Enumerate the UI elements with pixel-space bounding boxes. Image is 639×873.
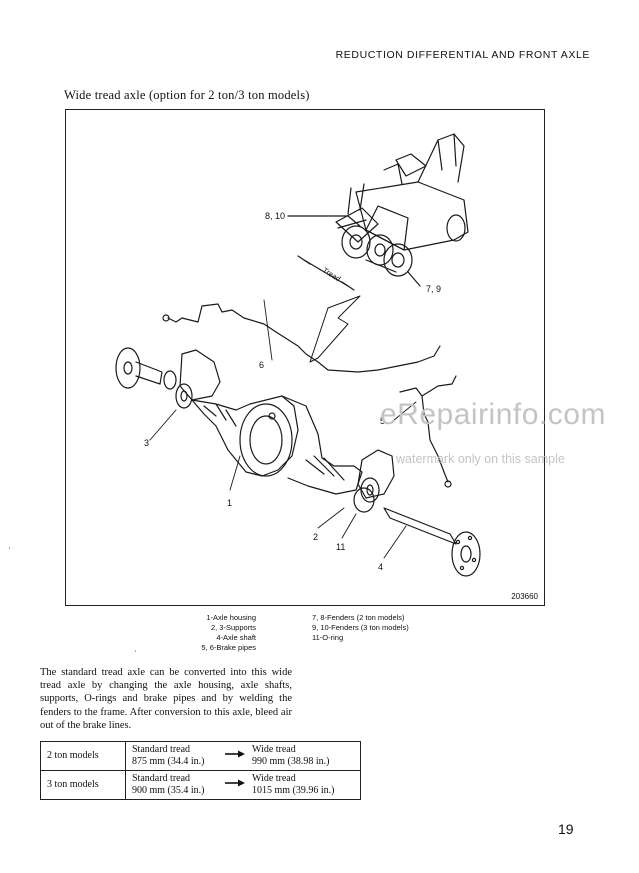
callout-2: 2 (313, 532, 319, 542)
wide-value: 990 mm (38.98 in.) (252, 756, 330, 767)
legend-item: 5, 6-Brake pipes (201, 643, 256, 652)
table-row: 3 ton models Standard tread 900 mm (35.4… (40, 770, 361, 800)
figure-number: 203660 (511, 592, 538, 601)
right-arrow-icon (225, 750, 245, 758)
standard-value: 875 mm (34.4 in.) (132, 756, 205, 767)
callout-3: 3 (144, 438, 150, 448)
forklift-illustration (335, 133, 469, 277)
right-arrow-icon (225, 779, 245, 787)
standard-label: Standard tread (132, 744, 191, 755)
stray-mark: · (8, 544, 11, 553)
wide-label: Wide tread (252, 744, 296, 755)
callout-8-10: 8, 10 (265, 211, 286, 221)
legend-item: 7, 8-Fenders (2 ton models) (312, 613, 405, 622)
callout-4: 4 (378, 562, 384, 572)
legend-item: 2, 3-Supports (210, 623, 256, 632)
legend-item: 11-O-ring (312, 633, 344, 642)
legend-left: 1-Axle housing 2, 3-Supports 4-Axle shaf… (180, 613, 256, 653)
legend-item: 9, 10-Fenders (3 ton models) (312, 623, 409, 632)
wide-value: 1015 mm (39.96 in.) (252, 785, 335, 796)
figure-subtitle: Wide tread axle (option for 2 ton/3 ton … (64, 88, 310, 102)
conversion-paragraph: The standard tread axle can be converted… (40, 667, 292, 731)
legend-item: 1-Axle housing (206, 613, 256, 622)
watermark-brand: eRepairinfo.com (380, 398, 606, 431)
standard-label: Standard tread (132, 773, 191, 784)
wide-tread-cell: Wide tread 990 mm (38.98 in.) (246, 741, 361, 771)
standard-tread-cell: Standard tread 900 mm (35.4 in.) (125, 770, 224, 800)
arrow-cell (224, 741, 246, 771)
axle-exploded-drawing (115, 133, 481, 577)
callout-5: 5 (380, 416, 386, 426)
section-header: REDUCTION DIFFERENTIAL AND FRONT AXLE (335, 49, 590, 61)
page-number: 19 (558, 821, 574, 837)
callout-11: 11 (336, 542, 346, 552)
model-cell: 3 ton models (40, 770, 126, 800)
standard-tread-cell: Standard tread 875 mm (34.4 in.) (125, 741, 224, 771)
legend-item: 4-Axle shaft (216, 633, 256, 642)
standard-value: 900 mm (35.4 in.) (132, 785, 205, 796)
model-cell: 2 ton models (40, 741, 126, 771)
callout-1: 1 (227, 498, 233, 508)
stray-mark: · (134, 647, 137, 656)
watermark-note: watermark only on this sample (396, 452, 565, 466)
wide-label: Wide tread (252, 773, 296, 784)
table-row: 2 ton models Standard tread 875 mm (34.4… (40, 741, 361, 771)
exploded-view-figure: 8, 10 7, 9 Tread 6 5 3 1 2 11 4 203660 (65, 109, 545, 606)
callout-7-9: 7, 9 (426, 284, 442, 294)
wide-tread-cell: Wide tread 1015 mm (39.96 in.) (246, 770, 361, 800)
callout-6: 6 (259, 360, 265, 370)
tread-conversion-table: 2 ton models Standard tread 875 mm (34.4… (40, 741, 361, 800)
legend-right: 7, 8-Fenders (2 ton models) 9, 10-Fender… (312, 613, 409, 643)
arrow-cell (224, 770, 246, 800)
